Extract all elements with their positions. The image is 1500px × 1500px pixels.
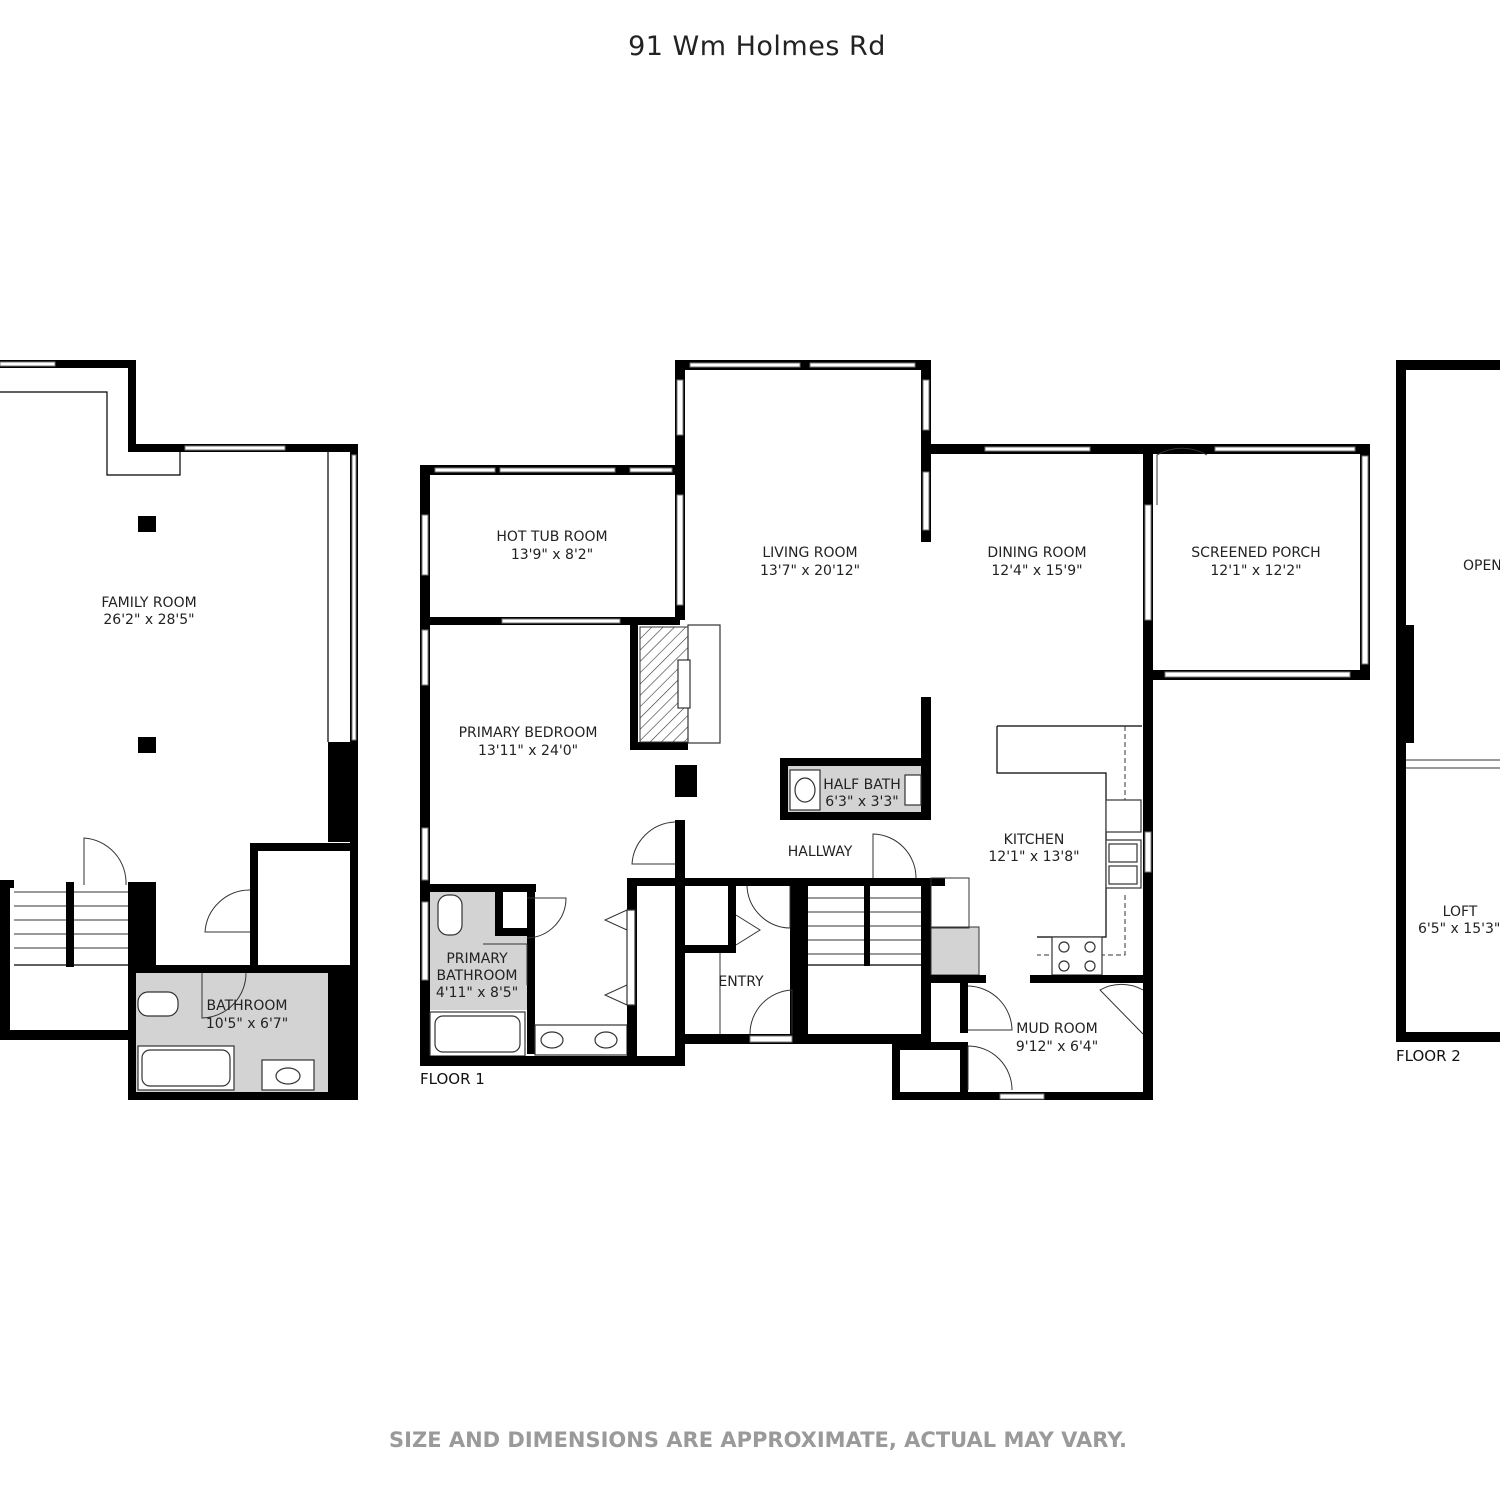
floor-1-label: FLOOR 1 — [420, 1070, 485, 1088]
living-room-label: LIVING ROOM — [762, 545, 857, 561]
door-swing — [746, 885, 791, 929]
door-swing — [1099, 983, 1144, 1035]
entry-label: ENTRY — [718, 974, 764, 990]
door-swing — [749, 989, 793, 1035]
toilet — [904, 774, 922, 806]
primary-bathroom-label-2: BATHROOM — [436, 968, 517, 984]
dining-room-size: 12'4" x 15'9" — [991, 563, 1082, 579]
half-bath: HALF BATH 6'3" x 3'3" — [780, 697, 931, 820]
hot-tub-room-size: 13'9" x 8'2" — [511, 547, 593, 563]
dishwasher — [1105, 799, 1142, 833]
mud-room-size: 9'12" x 6'4" — [1016, 1039, 1098, 1055]
bathroom-label: BATHROOM — [206, 998, 287, 1014]
floor-2-label: FLOOR 2 — [1396, 1047, 1461, 1065]
door-swing — [631, 821, 676, 865]
lower-level-plan: BATHROOM 10'5" x 6'7" FAMILY ROOM 26'2" … — [0, 360, 358, 1100]
primary-bathroom-label-1: PRIMARY — [446, 951, 508, 967]
loft-size: 6'5" x 15'3" — [1418, 921, 1500, 937]
living-room-size: 13'7" x 20'12" — [760, 563, 860, 579]
fireplace — [630, 624, 721, 750]
loft-label: LOFT — [1443, 904, 1478, 920]
column — [138, 516, 156, 532]
toilet — [137, 991, 179, 1017]
stairs — [14, 891, 128, 966]
dining-room-label: DINING ROOM — [987, 545, 1086, 561]
screened-porch: SCREENED PORCH 12'1" x 12'2" — [1143, 444, 1370, 680]
floor-2-plan: OPEN LOFT 6'5" x 15'3" FLOOR 2 — [1396, 360, 1500, 1065]
column — [138, 737, 156, 753]
toilet — [437, 894, 463, 936]
hallway-label: HALLWAY — [788, 844, 853, 860]
bathroom-size: 10'5" x 6'7" — [206, 1016, 288, 1032]
primary-bedroom-label: PRIMARY BEDROOM — [459, 725, 598, 741]
bathroom: BATHROOM 10'5" x 6'7" — [136, 972, 350, 1092]
door-swing — [83, 837, 127, 886]
screened-porch-label: SCREENED PORCH — [1191, 545, 1320, 561]
hot-tub-room-label: HOT TUB ROOM — [496, 529, 607, 545]
disclaimer-text: SIZE AND DIMENSIONS ARE APPROXIMATE, ACT… — [389, 1428, 1127, 1452]
half-bath-size: 6'3" x 3'3" — [825, 794, 898, 810]
kitchen-label: KITCHEN — [1004, 832, 1065, 848]
door-swing — [967, 985, 1013, 1031]
stairs — [808, 886, 921, 966]
door-swing — [201, 972, 247, 1019]
door-swing — [526, 897, 567, 939]
plan-title: 91 Wm Holmes Rd — [628, 31, 886, 62]
kitchen-size: 12'1" x 13'8" — [988, 849, 1079, 865]
family-room-size: 26'2" x 28'5" — [103, 612, 194, 628]
door-swing — [872, 833, 917, 879]
floor-1-plan: HOT TUB ROOM 13'9" x 8'2" LIVING ROOM 13… — [420, 360, 1370, 1100]
primary-bathroom-size: 4'11" x 8'5" — [436, 985, 518, 1001]
sink-vanity — [261, 1059, 315, 1091]
family-room-label: FAMILY ROOM — [101, 595, 196, 611]
door-swing — [204, 889, 251, 933]
screened-porch-size: 12'1" x 12'2" — [1210, 563, 1301, 579]
door-swing — [1156, 447, 1208, 505]
door-swing — [967, 1045, 1013, 1091]
mud-room-label: MUD ROOM — [1016, 1021, 1097, 1037]
half-bath-label: HALF BATH — [823, 777, 901, 793]
primary-bedroom-size: 13'11" x 24'0" — [478, 743, 578, 759]
open-label: OPEN — [1463, 558, 1500, 574]
